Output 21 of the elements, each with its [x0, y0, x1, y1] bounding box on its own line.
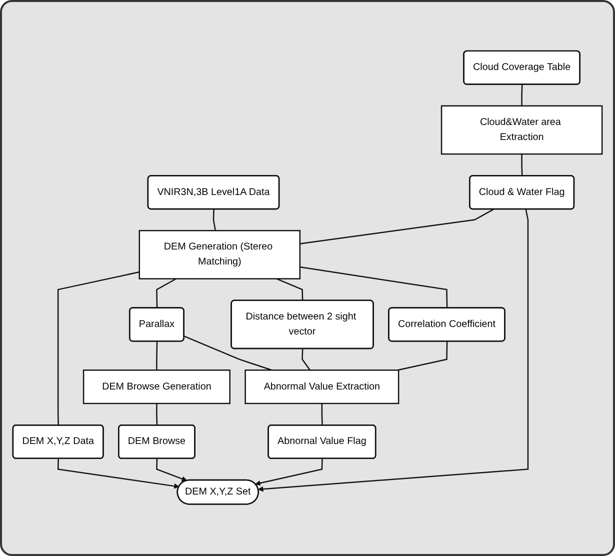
node-box: Cloud&Water area Extraction	[440, 106, 603, 156]
connector	[300, 266, 448, 309]
arrow	[258, 210, 529, 492]
connector	[156, 342, 158, 371]
node-box: Abnormal Value Extraction	[244, 370, 400, 405]
arrow	[255, 459, 323, 486]
connector	[156, 404, 158, 426]
connector	[521, 85, 523, 106]
connector	[300, 209, 494, 245]
connector	[184, 336, 272, 372]
connector	[521, 154, 523, 176]
node-box: DEM Browse Generation	[82, 370, 230, 405]
node-box: DEM Generation (Stereo Matching)	[138, 230, 301, 280]
arrow	[57, 459, 180, 490]
connector	[212, 210, 216, 232]
arrow	[156, 459, 188, 482]
connector	[276, 278, 304, 302]
connector	[302, 349, 310, 371]
connector	[398, 342, 448, 372]
connector	[57, 272, 140, 426]
connector	[321, 404, 323, 426]
